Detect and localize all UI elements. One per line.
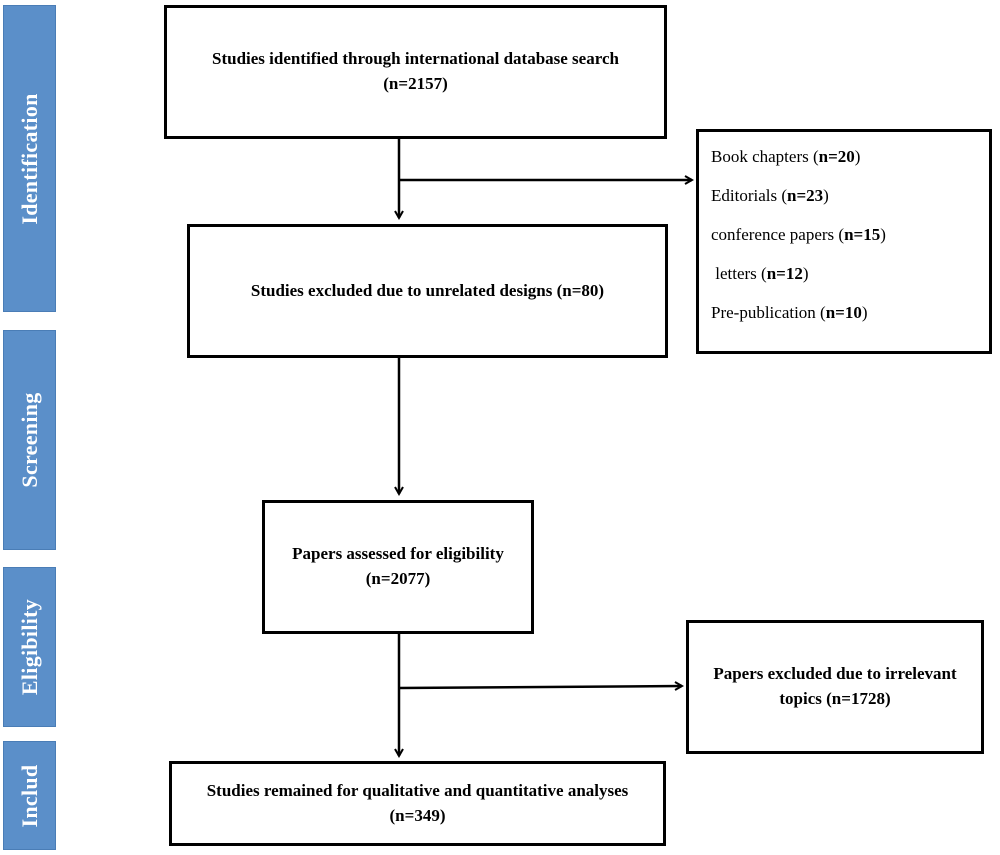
box-excluded-designs: Studies excluded due to unrelated design… xyxy=(187,224,668,358)
box-assessed: Papers assessed for eligibility (n=2077) xyxy=(262,500,534,634)
exclusion-list: Book chapters (n=20) Editorials (n=23) c… xyxy=(696,129,992,354)
exclusion-item: Pre-publication (n=10) xyxy=(711,303,868,322)
box-remained-text: Studies remained for qualitative and qua… xyxy=(206,780,629,825)
arrow-to-excluded-topics xyxy=(398,686,682,688)
stage-included: Includ xyxy=(3,741,56,850)
box-excluded-designs-text: Studies excluded due to unrelated design… xyxy=(250,280,605,300)
exclusion-item: Editorials (n=23) xyxy=(711,186,829,205)
box-excluded-topics: Papers excluded due to irrelevant topics… xyxy=(686,620,984,754)
box-remained: Studies remained for qualitative and qua… xyxy=(169,761,666,846)
box-excluded-topics-text: Papers excluded due to irrelevant topics… xyxy=(713,664,957,708)
exclusion-item: Book chapters (n=20) xyxy=(711,147,861,166)
box-identified: Studies identified through international… xyxy=(164,5,667,139)
stage-screening: Screening xyxy=(3,330,56,550)
stage-identification: Identification xyxy=(3,5,56,312)
box-assessed-text: Papers assessed for eligibility (n=2077) xyxy=(292,544,504,588)
box-identified-text: Studies identified through international… xyxy=(212,49,619,93)
exclusion-item: letters (n=12) xyxy=(711,264,809,283)
stage-eligibility: Eligibility xyxy=(3,567,56,727)
exclusion-item: conference papers (n=15) xyxy=(711,225,886,244)
